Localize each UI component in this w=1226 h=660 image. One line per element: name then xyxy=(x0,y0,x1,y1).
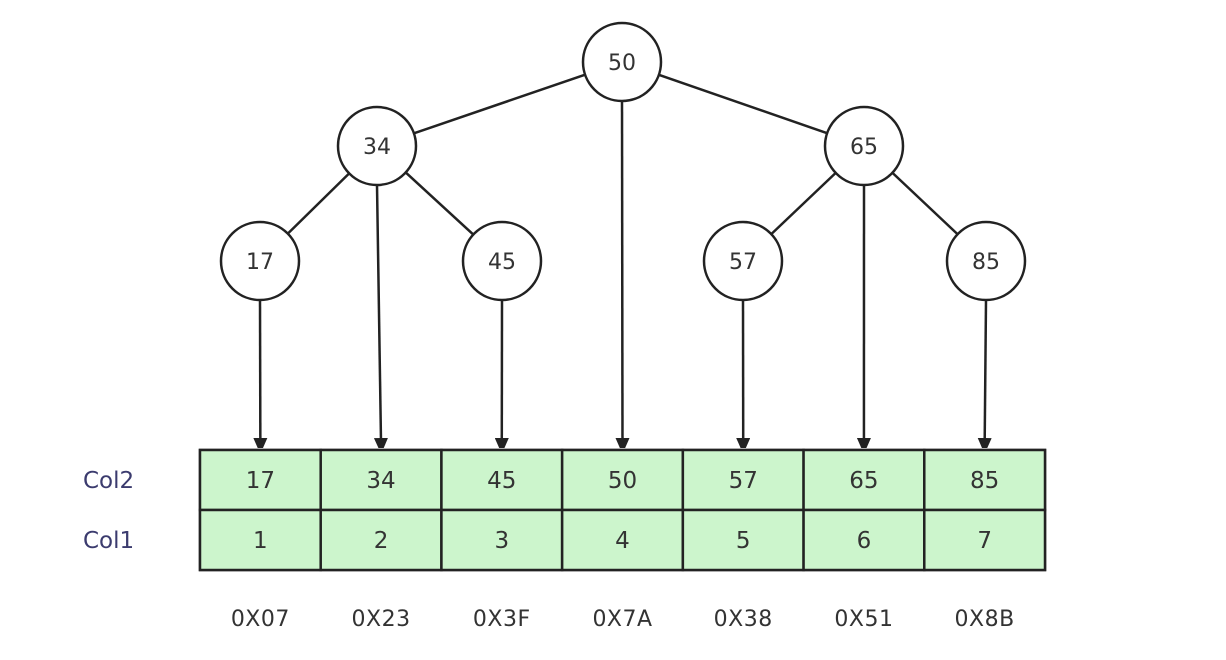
cell-value: 57 xyxy=(729,468,758,494)
tree-nodes: 50 34 65 17 45 57 85 xyxy=(219,21,1027,302)
cell-box xyxy=(198,448,322,512)
cell-value: 6 xyxy=(857,528,872,554)
node-circle xyxy=(461,220,543,302)
node-circle xyxy=(702,220,784,302)
cell-box xyxy=(923,508,1047,572)
node-label: 50 xyxy=(608,51,636,76)
pointer-arrow-85 xyxy=(985,299,986,446)
tree-node-65: 65 xyxy=(823,105,905,187)
address-label: 0X51 xyxy=(834,607,893,632)
tree-node-50: 50 xyxy=(581,21,663,103)
table-cell-col1-2: 2 xyxy=(319,508,443,572)
table-cell-col2-7: 85 xyxy=(923,448,1047,512)
tree-edge-50-34 xyxy=(413,73,586,135)
tree-node-45: 45 xyxy=(461,220,543,302)
table-cell-col2-3: 45 xyxy=(440,448,564,512)
address-label: 0X3F xyxy=(473,607,531,632)
table-cell-col2-4: 50 xyxy=(560,448,685,512)
address-label: 0X7A xyxy=(592,607,652,632)
tree-edge-34-17 xyxy=(286,172,351,235)
address-row: 0X07 0X23 0X3F 0X7A 0X38 0X51 0X8B xyxy=(231,607,1015,632)
tree-node-57: 57 xyxy=(702,220,784,302)
table-cell-col1-4: 4 xyxy=(560,508,685,572)
cell-box xyxy=(440,508,564,572)
table-cell-col1-7: 7 xyxy=(923,508,1047,572)
node-circle xyxy=(823,105,905,187)
cell-box xyxy=(319,508,443,572)
node-label: 65 xyxy=(850,135,878,160)
cell-box xyxy=(802,508,926,572)
row-label-col2: Col2 xyxy=(83,468,134,494)
tree-node-34: 34 xyxy=(336,105,418,187)
cell-value: 34 xyxy=(366,468,395,494)
table-cell-col2-5: 57 xyxy=(681,448,805,512)
pointer-arrow-50 xyxy=(622,100,623,446)
cell-box xyxy=(319,448,443,512)
table-cell-col1-3: 3 xyxy=(440,508,564,572)
table-cell-col2-1: 17 xyxy=(198,448,322,512)
address-label: 0X07 xyxy=(231,607,290,632)
pointer-arrow-34 xyxy=(377,184,381,446)
cell-box xyxy=(198,508,322,572)
tree-edges xyxy=(286,73,959,236)
leaf-pointers xyxy=(260,100,986,446)
tree-edge-50-65 xyxy=(658,73,828,135)
address-label: 0X8B xyxy=(955,607,1015,632)
cell-box xyxy=(923,448,1047,512)
cell-value: 4 xyxy=(615,528,630,554)
cell-value: 85 xyxy=(970,468,999,494)
tree-edge-65-57 xyxy=(770,171,837,236)
cell-value: 50 xyxy=(608,468,637,494)
table-cell-col1-6: 6 xyxy=(802,508,926,572)
tree-node-17: 17 xyxy=(219,220,301,302)
cell-value: 5 xyxy=(736,528,751,554)
cell-box xyxy=(560,448,685,512)
address-label: 0X23 xyxy=(352,607,411,632)
cell-value: 3 xyxy=(494,528,509,554)
cell-value: 65 xyxy=(849,468,878,494)
table-cell-col2-6: 65 xyxy=(802,448,926,512)
row-label-col1: Col1 xyxy=(83,528,134,554)
tree-node-85: 85 xyxy=(945,220,1027,302)
cell-value: 7 xyxy=(977,528,992,554)
node-circle xyxy=(945,220,1027,302)
node-label: 34 xyxy=(363,135,391,160)
node-label: 45 xyxy=(488,250,516,275)
node-label: 17 xyxy=(246,250,274,275)
table-cell-col1-1: 1 xyxy=(198,508,322,572)
node-label: 85 xyxy=(972,250,1000,275)
node-circle xyxy=(336,105,418,187)
node-circle xyxy=(581,21,663,103)
node-circle xyxy=(219,220,301,302)
table-cell-col1-5: 5 xyxy=(681,508,805,572)
cell-box xyxy=(802,448,926,512)
cell-box xyxy=(681,448,805,512)
tree-edge-34-45 xyxy=(404,171,475,236)
node-label: 57 xyxy=(729,250,757,275)
cell-box xyxy=(440,448,564,512)
cell-box xyxy=(681,508,805,572)
cell-box xyxy=(560,508,685,572)
address-label: 0X38 xyxy=(714,607,773,632)
cell-value: 2 xyxy=(374,528,389,554)
cell-value: 17 xyxy=(246,468,275,494)
cell-value: 45 xyxy=(487,468,516,494)
tree-edge-65-85 xyxy=(891,171,959,236)
cell-value: 1 xyxy=(253,528,268,554)
table-cell-col2-2: 34 xyxy=(319,448,443,512)
